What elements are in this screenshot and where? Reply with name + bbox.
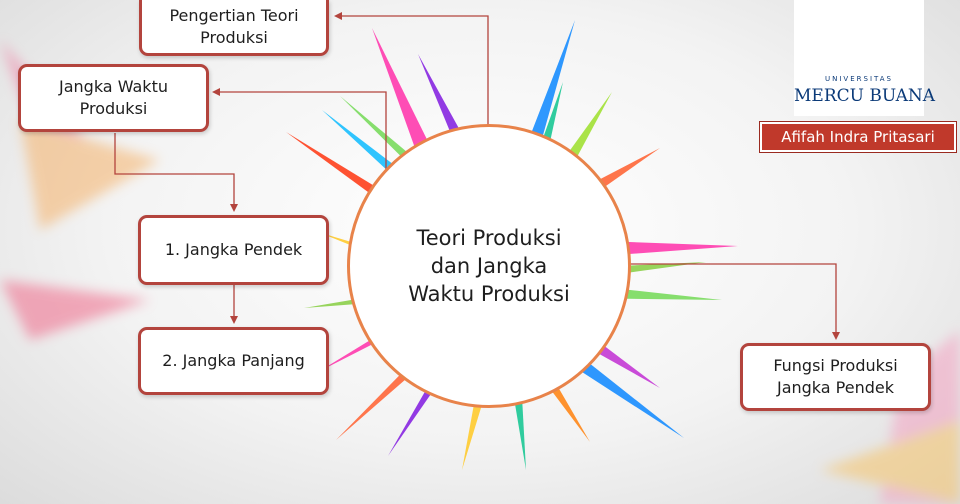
connector-center-to-pengertian bbox=[334, 12, 489, 128]
connector-center-to-jangka-waktu bbox=[212, 88, 387, 170]
connector-jangka-waktu-to-pendek bbox=[114, 133, 238, 212]
logo-name-text: MERCU BUANA bbox=[794, 86, 936, 106]
logo-universitas-text: UNIVERSITAS bbox=[825, 75, 893, 83]
connector-center-to-fungsi bbox=[630, 263, 840, 340]
node-jangka-pendek: 1. Jangka Pendek bbox=[138, 215, 329, 285]
node-pengertian-teori-produksi: Pengertian Teori Produksi bbox=[139, 0, 329, 56]
center-topic-circle: Teori Produksi dan Jangka Waktu Produksi bbox=[347, 124, 631, 408]
author-badge: Afifah Indra Pritasari bbox=[759, 121, 957, 153]
connector-lines bbox=[114, 12, 840, 340]
university-logo: UNIVERSITAS MERCU BUANA bbox=[794, 0, 936, 116]
node-jangka-waktu-produksi: Jangka Waktu Produksi bbox=[18, 64, 209, 132]
node-fungsi-produksi-jangka-pendek: Fungsi Produksi Jangka Pendek bbox=[740, 343, 931, 411]
node-jangka-panjang: 2. Jangka Panjang bbox=[138, 327, 329, 395]
